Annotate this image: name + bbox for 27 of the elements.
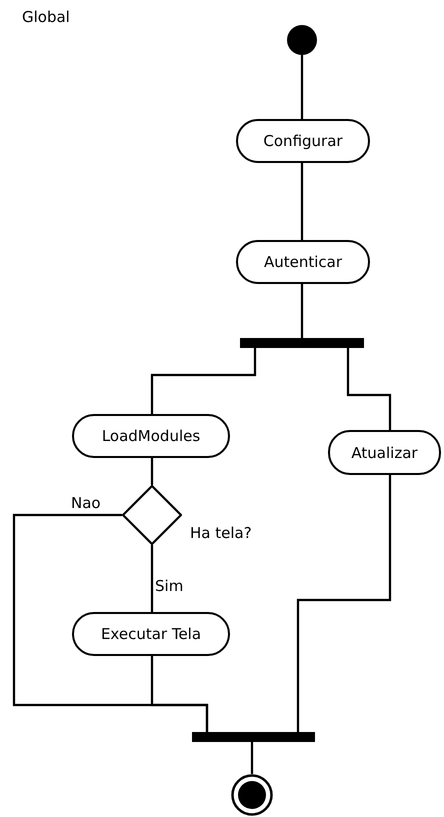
synchronization-bar <box>192 732 315 742</box>
action-node <box>72 414 230 458</box>
action-label: Autenticar <box>264 253 342 271</box>
action-label: Configurar <box>263 132 343 150</box>
control-flow-line <box>296 475 392 732</box>
control-flow-line <box>250 742 254 774</box>
control-flow-line <box>300 55 304 119</box>
decision-label: Ha tela? <box>190 524 252 542</box>
decision-diamond <box>122 485 182 545</box>
frame-title: Global <box>22 8 70 26</box>
final-node <box>231 774 273 816</box>
action-node <box>72 612 230 656</box>
control-flow-line <box>300 163 304 240</box>
action-node <box>236 240 370 284</box>
synchronization-bar <box>240 338 364 348</box>
action-node <box>236 119 370 163</box>
control-flow-line <box>346 348 392 430</box>
control-flow-line <box>300 284 304 338</box>
control-flow-line <box>150 545 154 612</box>
action-label: LoadModules <box>102 427 200 445</box>
control-flow-line <box>150 656 208 732</box>
action-label: Executar Tela <box>100 625 202 643</box>
initial-node <box>287 25 317 55</box>
control-flow-line <box>150 458 154 485</box>
action-node <box>328 430 441 475</box>
control-flow-line <box>150 348 256 414</box>
action-label: Atualizar <box>351 444 418 462</box>
